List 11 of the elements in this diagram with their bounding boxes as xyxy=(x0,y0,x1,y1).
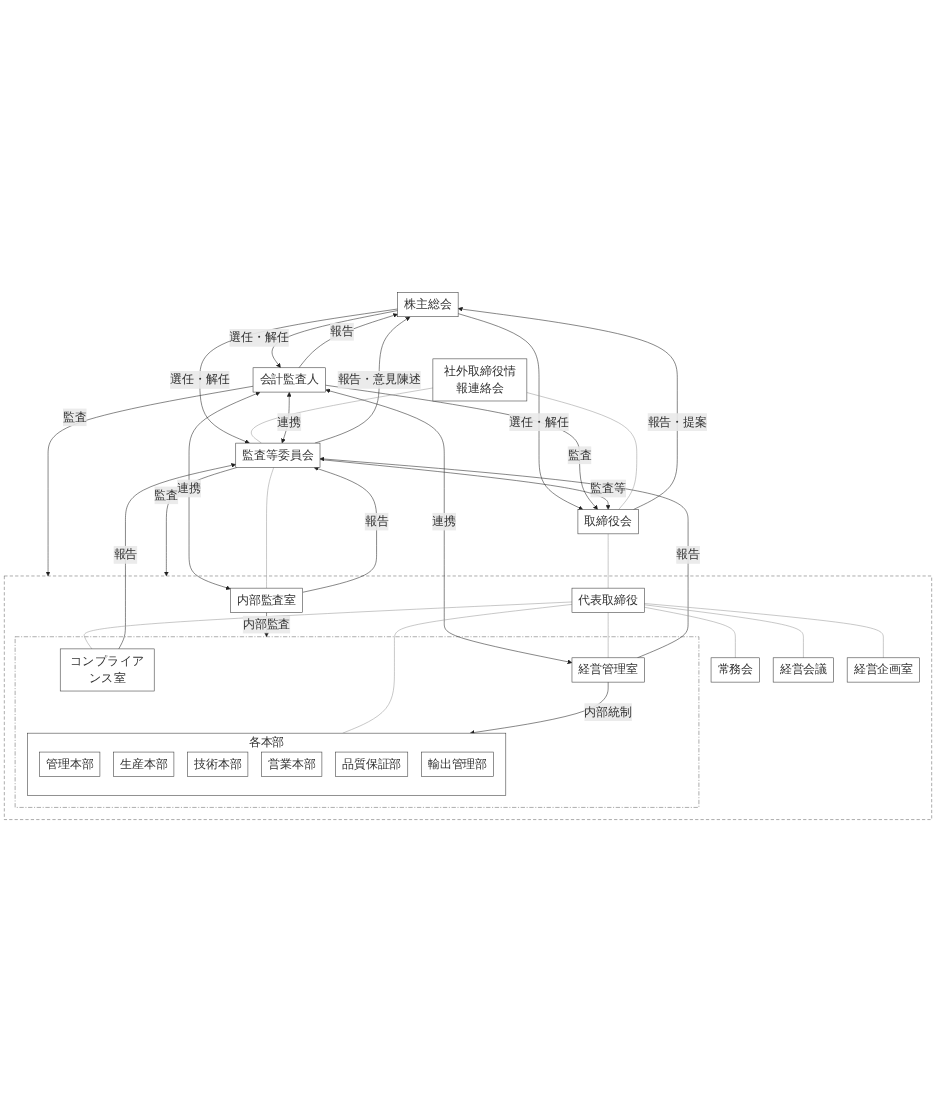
connector xyxy=(266,467,274,589)
connector xyxy=(83,601,573,650)
cluster xyxy=(4,575,932,820)
connector xyxy=(342,604,573,734)
connector xyxy=(644,606,736,659)
connector xyxy=(607,533,609,589)
connector xyxy=(644,603,884,659)
connector xyxy=(644,604,804,659)
connector xyxy=(607,612,609,659)
connector xyxy=(526,392,638,510)
cluster xyxy=(14,636,700,808)
